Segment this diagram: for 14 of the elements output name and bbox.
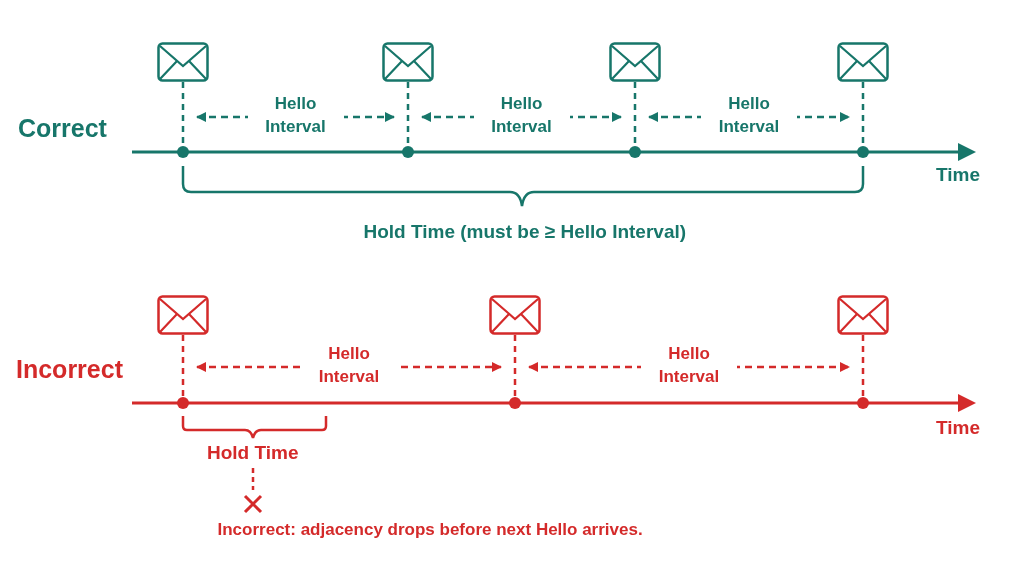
envelope-icon <box>837 42 889 82</box>
envelope-icon <box>382 42 434 82</box>
row-title: Correct <box>18 113 107 143</box>
warning-note: Incorrect: adjacency drops before next Hello arrives. <box>217 520 643 541</box>
envelope-icon <box>489 295 541 335</box>
envelope-icon <box>157 295 209 335</box>
axis-label: Time <box>936 416 980 440</box>
row-title: Incorrect <box>16 354 123 384</box>
brace-label: Hold Time (must be ≥ Hello Interval) <box>363 220 687 244</box>
envelope-icon <box>157 42 209 82</box>
bracket-label: Hold Time <box>207 441 299 465</box>
envelope-icon <box>837 295 889 335</box>
envelope-icon <box>609 42 661 82</box>
axis-label: Time <box>936 163 980 187</box>
